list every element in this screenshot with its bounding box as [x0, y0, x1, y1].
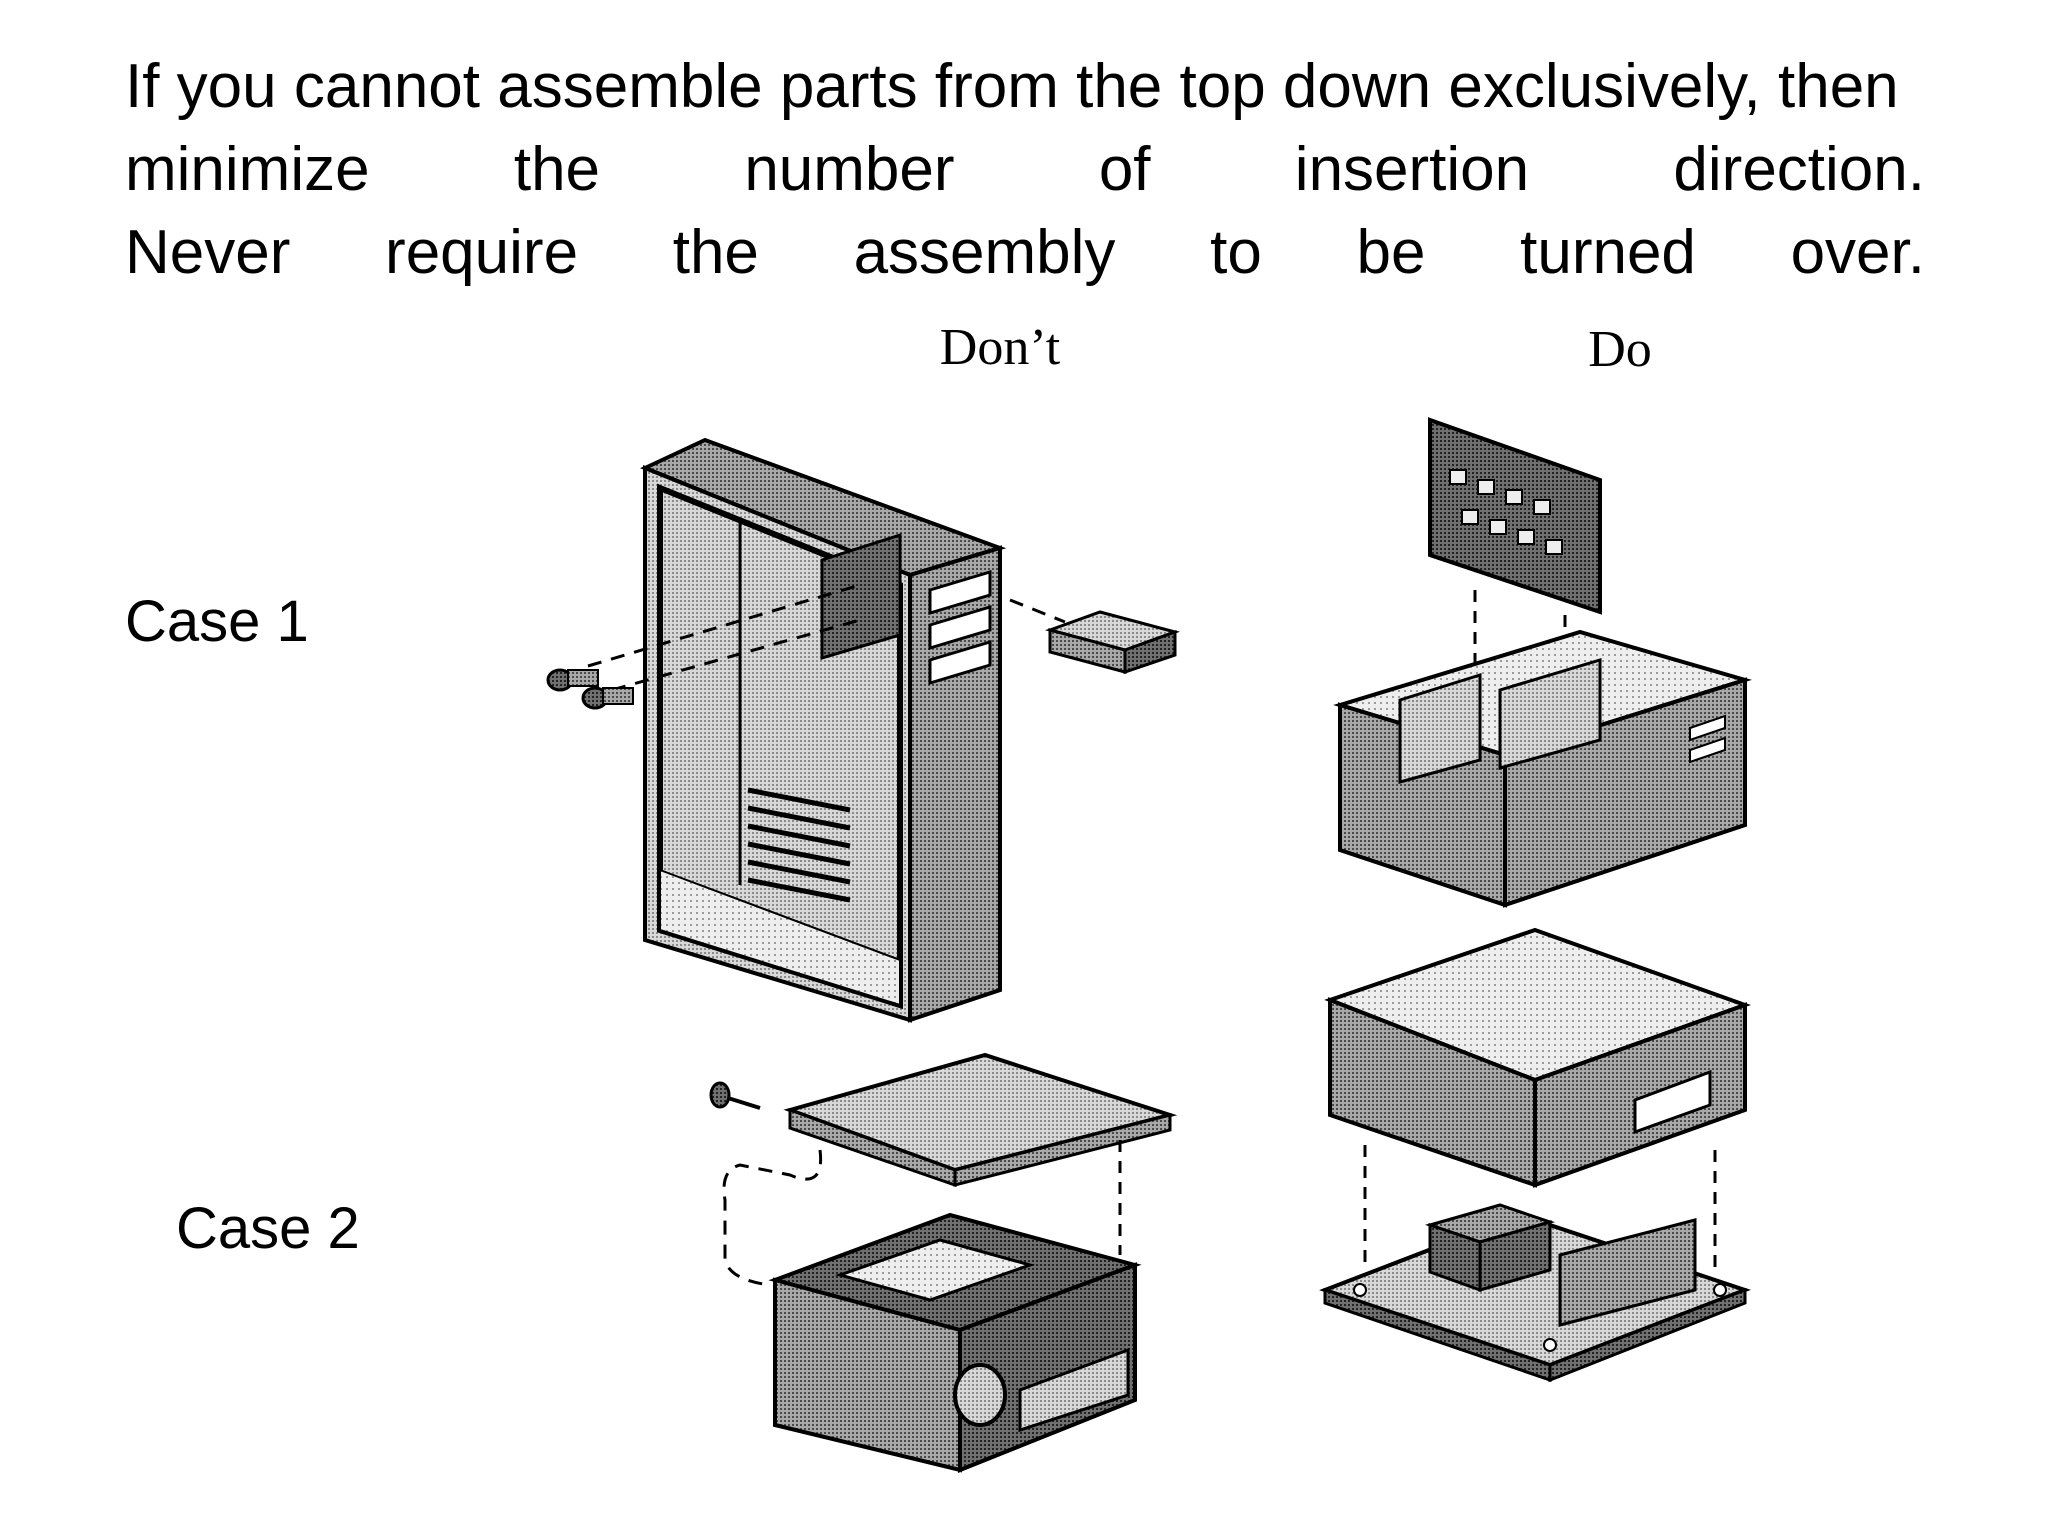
heading-line-2: minimize the number of insertion directi… — [125, 135, 1925, 204]
dont-column-label: Don’t — [939, 319, 1061, 376]
heading-line-3: Never require the assembly to be turned … — [125, 218, 1925, 287]
case-2-label: Case 2 — [176, 1196, 360, 1261]
do-column-label: Do — [1588, 321, 1652, 378]
drive-module-icon — [1044, 610, 1181, 675]
lid-and-box-diagram — [709, 1052, 1178, 1473]
tower-case-diagram — [546, 437, 1181, 1023]
case-1-label: Case 1 — [125, 589, 309, 654]
screws-icon — [546, 668, 634, 710]
board-and-case-diagram — [1333, 417, 1752, 908]
heading-line-1: If you cannot assemble parts from the to… — [125, 52, 1899, 121]
cover-and-base-diagram — [1319, 927, 1751, 1383]
